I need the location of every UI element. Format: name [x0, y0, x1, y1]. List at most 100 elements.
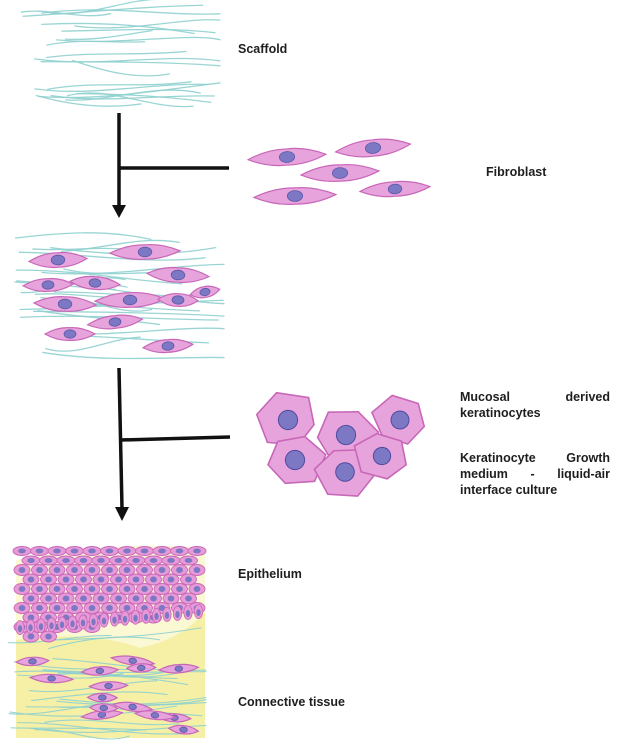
- epithelial-cell: [57, 556, 75, 565]
- epithelial-cell: [189, 565, 205, 576]
- basal-cell: [89, 614, 97, 628]
- nucleus: [151, 712, 159, 718]
- epithelial-cell: [102, 565, 118, 576]
- epithelial-cell: [111, 574, 127, 585]
- basal-cell: [100, 613, 108, 627]
- epithelial-cell: [102, 584, 118, 595]
- nucleus: [27, 558, 35, 563]
- epithelial-cell: [48, 547, 66, 556]
- epithelial-cell: [31, 547, 49, 556]
- nucleus: [106, 567, 113, 573]
- epithelial-cell: [180, 556, 198, 565]
- epithelial-cell: [163, 574, 179, 585]
- nucleus: [28, 576, 35, 582]
- nucleus: [159, 586, 166, 592]
- keratinocytes-label: Mucosal derived keratinocytes: [460, 389, 610, 421]
- nucleus: [132, 558, 140, 563]
- nucleus: [98, 595, 105, 601]
- epithelial-cell: [67, 584, 83, 595]
- seeded-fibroblast-cell: [29, 251, 88, 269]
- nucleus: [123, 616, 127, 623]
- nucleus: [53, 549, 61, 554]
- nucleus: [105, 683, 113, 689]
- nucleus: [54, 605, 61, 611]
- keratinocyte-cluster-illustration: [252, 389, 430, 498]
- epithelial-cell: [189, 584, 205, 595]
- nucleus: [185, 558, 193, 563]
- nucleus: [36, 567, 43, 573]
- epithelial-cell: [32, 565, 48, 576]
- nucleus: [287, 190, 303, 201]
- nucleus: [42, 281, 54, 290]
- epithelial-cell: [14, 584, 30, 595]
- nucleus: [141, 549, 149, 554]
- nucleus: [128, 704, 136, 710]
- basal-cell: [173, 606, 181, 620]
- nucleus: [89, 605, 96, 611]
- basal-cell: [68, 616, 76, 630]
- nucleus: [165, 612, 169, 619]
- epithelial-cell: [84, 603, 100, 614]
- oral-mucosa-tissue-illustration: [8, 546, 206, 739]
- epithelial-cell: [136, 547, 154, 556]
- epithelial-cell: [146, 593, 162, 604]
- process-arrow-2: [115, 368, 230, 521]
- nucleus: [36, 605, 43, 611]
- nucleus: [36, 586, 43, 592]
- epithelial-cell: [41, 631, 57, 642]
- nucleus: [194, 586, 201, 592]
- seeded-scaffold-illustration: [15, 233, 224, 359]
- nucleus: [185, 595, 192, 601]
- seeded-fibroblast-cell: [23, 278, 73, 292]
- fiber-strand: [43, 352, 224, 358]
- scaffold-fibers-illustration: [21, 0, 220, 107]
- seeded-fibroblast-cell: [45, 328, 95, 341]
- connective-tissue-label: Connective tissue: [238, 694, 345, 710]
- nucleus: [51, 255, 65, 265]
- epithelial-cell: [111, 593, 127, 604]
- epithelial-cell: [14, 603, 30, 614]
- nucleus: [98, 695, 106, 701]
- epithelial-cell: [146, 574, 162, 585]
- nucleus: [172, 296, 184, 305]
- nucleus: [62, 558, 70, 563]
- nucleus: [89, 567, 96, 573]
- nucleus: [97, 558, 105, 563]
- growth-medium-label: Keratinocyte Growth medium - liquid-air …: [460, 450, 610, 498]
- nucleus: [150, 595, 157, 601]
- fibroblast-cell: [254, 186, 337, 205]
- epithelial-cell: [83, 547, 101, 556]
- epithelial-cell: [137, 584, 153, 595]
- basal-cell: [163, 607, 171, 621]
- nucleus: [175, 666, 183, 672]
- nucleus: [89, 586, 96, 592]
- epithelial-cell: [181, 574, 197, 585]
- nucleus: [196, 609, 200, 616]
- epithelial-cell: [76, 574, 92, 585]
- epithelial-cell: [84, 565, 100, 576]
- nucleus: [71, 549, 79, 554]
- epithelial-cell: [93, 574, 109, 585]
- nucleus: [45, 595, 52, 601]
- epithelial-cell: [172, 565, 188, 576]
- nucleus: [124, 567, 131, 573]
- nucleus: [106, 549, 114, 554]
- basal-cell: [16, 621, 24, 635]
- nucleus: [71, 567, 78, 573]
- nucleus: [185, 576, 192, 582]
- nucleus: [29, 658, 37, 664]
- basal-cell: [79, 615, 87, 629]
- nucleus: [54, 567, 61, 573]
- epithelial-cell: [188, 547, 206, 556]
- nucleus: [194, 567, 201, 573]
- nucleus: [168, 576, 175, 582]
- nucleus: [18, 625, 22, 632]
- nucleus: [18, 549, 26, 554]
- epithelial-cell: [162, 556, 180, 565]
- nucleus: [80, 558, 88, 563]
- epithelial-cell: [49, 603, 65, 614]
- fibroblast-cell: [335, 136, 411, 160]
- epithelial-cell: [172, 584, 188, 595]
- epithelial-cell: [49, 565, 65, 576]
- nucleus: [19, 567, 26, 573]
